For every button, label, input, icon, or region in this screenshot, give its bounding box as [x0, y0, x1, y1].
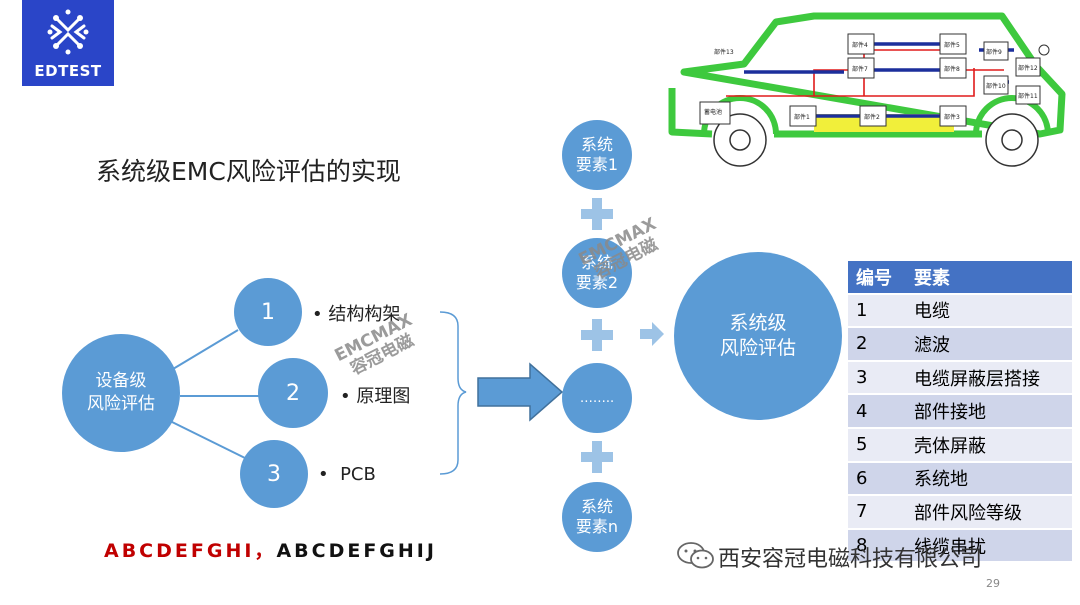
device-level-line1: 设备级: [95, 371, 147, 391]
item-label-2: • 原理图: [340, 386, 411, 407]
system-level-line1: 系统级: [729, 312, 787, 334]
system-element-ellipsis: ……..: [562, 363, 632, 433]
svg-text:部件9: 部件9: [986, 48, 1002, 56]
alphabet-black: ABCDEFGHIJ: [276, 540, 437, 562]
svg-text:部件3: 部件3: [944, 113, 960, 121]
connector-lines: [167, 311, 467, 475]
system-element-n-line2: 要素n: [575, 517, 619, 536]
system-element-1: 系统要素1: [562, 120, 632, 190]
table-cell: 6: [848, 461, 906, 497]
system-element-n-line1: 系统: [580, 497, 613, 516]
table-cell: 5: [848, 427, 906, 463]
svg-text:部件13: 部件13: [714, 48, 734, 56]
alphabet-text: ABCDEFGHI，ABCDEFGHIJ: [104, 536, 437, 563]
system-element-1-line2: 要素1: [575, 155, 619, 174]
company-name: 西安容冠电磁科技有限公司: [718, 547, 983, 572]
table-header-element: 要素: [906, 261, 1072, 295]
system-level-line2: 风险评估: [719, 337, 796, 359]
wechat-icon: [677, 542, 714, 569]
vehicle-diagram: 部件13 部件4 部件7 部件5 部件8 部件9 部件12 部件10 部件11 …: [668, 12, 1066, 167]
item-circle-3: 3: [240, 440, 308, 508]
table-cell: 滤波: [906, 327, 1072, 362]
page-number: 29: [986, 577, 1000, 590]
table-cell: 电缆屏蔽层搭接: [906, 360, 1072, 396]
table-cell: 3: [848, 360, 906, 396]
svg-text:蓄电池: 蓄电池: [704, 108, 722, 116]
device-level-line2: 风险评估: [87, 394, 155, 414]
table-cell: 2: [848, 327, 906, 362]
svg-text:部件2: 部件2: [864, 113, 880, 121]
system-element-2-line1: 系统: [580, 253, 613, 272]
svg-text:部件4: 部件4: [852, 41, 868, 49]
item-label-2-text: 原理图: [356, 386, 411, 407]
table-cell: 7: [848, 495, 906, 530]
device-level-circle: 设备级 风险评估: [62, 334, 180, 452]
edtest-logo: EDTEST: [22, 0, 114, 86]
table-cell: 系统地: [906, 461, 1072, 497]
table-cell: 电缆: [906, 293, 1072, 329]
system-element-2-line2: 要素2: [575, 273, 619, 292]
svg-text:部件7: 部件7: [852, 65, 868, 73]
item-label-3-text: PCB: [340, 464, 376, 485]
svg-text:部件12: 部件12: [1018, 64, 1038, 72]
system-element-2: 系统要素2: [562, 238, 632, 308]
item-label-1: • 结构构架: [312, 304, 401, 325]
item-label-3: • PCB: [318, 464, 376, 485]
system-level-circle: 系统级 风险评估: [674, 252, 842, 420]
alphabet-red: ABCDEFGHI，: [104, 540, 277, 562]
svg-text:部件8: 部件8: [944, 65, 960, 73]
system-element-1-line1: 系统: [580, 135, 613, 154]
svg-text:部件1: 部件1: [794, 113, 810, 121]
table-header-row: 编号 要素: [848, 261, 1072, 295]
table-cell: 4: [848, 394, 906, 429]
item-label-1-text: 结构构架: [328, 304, 401, 325]
item-circle-1: 1: [234, 278, 302, 346]
svg-text:部件11: 部件11: [1018, 92, 1038, 100]
table-cell: 1: [848, 293, 906, 329]
plus-icon: [581, 319, 613, 351]
system-element-n: 系统要素n: [562, 482, 632, 552]
page-title: 系统级EMC风险评估的实现: [96, 157, 401, 186]
item-circle-2: 2: [258, 358, 328, 428]
table-cell: 壳体屏蔽: [906, 427, 1072, 463]
table-cell: 线缆串扰: [906, 528, 1072, 564]
system-element-ellipsis-text: ……..: [579, 390, 615, 406]
logo-text: EDTEST: [34, 62, 102, 80]
plus-icon: [581, 441, 613, 473]
table-header-number: 编号: [848, 261, 906, 295]
big-arrow-icon: [477, 362, 564, 422]
logo-mark-icon: [47, 9, 89, 55]
table-cell: 部件风险等级: [906, 495, 1072, 530]
small-arrow-icon: [640, 322, 664, 346]
plus-icon: [581, 198, 613, 230]
table-cell: 8: [848, 528, 906, 564]
svg-text:部件10: 部件10: [986, 82, 1006, 90]
table-cell: 部件接地: [906, 394, 1072, 429]
svg-text:部件5: 部件5: [944, 41, 960, 49]
